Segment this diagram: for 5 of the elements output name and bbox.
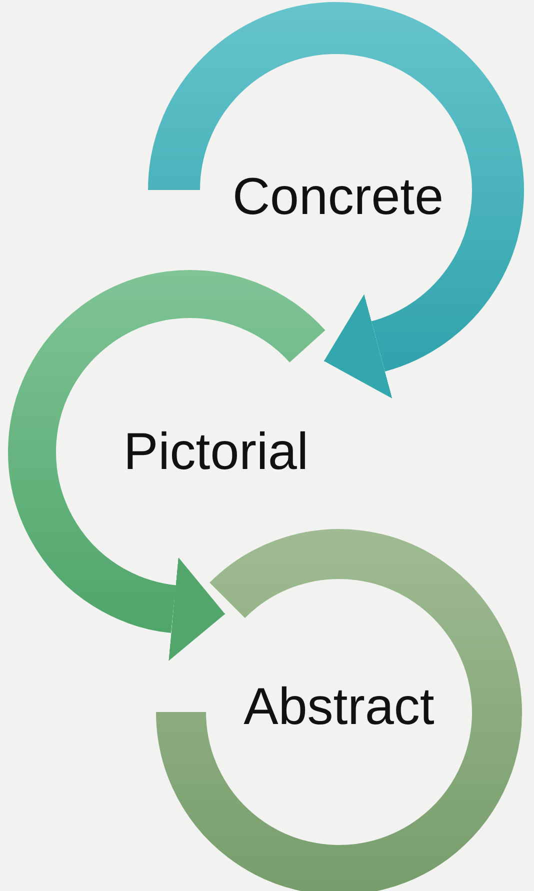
stage-label: Abstract xyxy=(244,681,434,733)
arrowhead xyxy=(168,557,226,661)
stage-label: Pictorial xyxy=(124,426,308,478)
stage-label: Concrete xyxy=(232,171,444,223)
arrowhead xyxy=(324,294,392,399)
